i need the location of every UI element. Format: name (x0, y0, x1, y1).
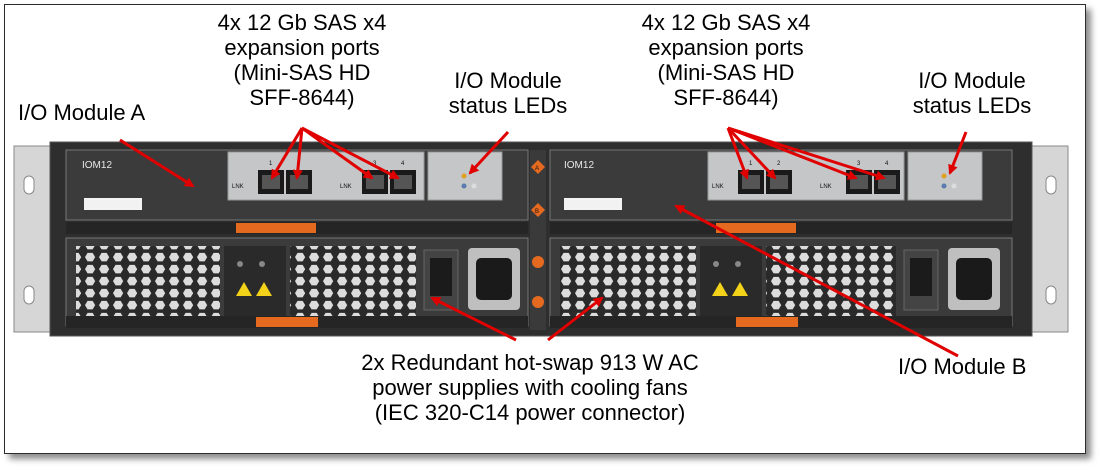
callout-module-a: I/O Module A (18, 100, 146, 125)
power-switch[interactable] (430, 258, 452, 296)
status-led (461, 183, 467, 189)
callout-module-b: I/O Module B (898, 354, 1027, 379)
lnk-label: LNK (232, 184, 244, 190)
lnk-label: LNK (820, 184, 832, 190)
sas-port-a2[interactable] (286, 170, 312, 194)
power-switch[interactable] (910, 258, 932, 296)
lnk-label: LNK (712, 184, 724, 190)
fan-grille (560, 246, 696, 316)
center-letter-a: A (535, 166, 539, 172)
port-number: 3 (373, 161, 377, 167)
sas-port-b1[interactable] (738, 170, 764, 194)
fan-grille (290, 246, 416, 316)
psu-led (237, 261, 243, 267)
status-led (461, 173, 467, 179)
iom-b-serial-label (564, 198, 622, 210)
status-led (941, 183, 947, 189)
callout-status-leds-right: I/O Module status LEDs (912, 68, 1032, 118)
psu-led (713, 261, 719, 267)
port-number: 1 (749, 161, 753, 167)
callout-power-supplies: 2x Redundant hot-swap 913 W AC power sup… (361, 350, 699, 425)
lnk-label: LNK (340, 184, 352, 190)
status-led (941, 173, 947, 179)
left-rack-ear (13, 145, 53, 333)
center-letter-b: B (535, 209, 539, 215)
callout-arrows (119, 126, 968, 358)
warning-icon (712, 282, 728, 296)
io-module-a[interactable]: IOM12 1 2 3 4 LNK LNK (65, 149, 529, 234)
fan-grille (766, 246, 896, 316)
iec-c14-power-connector[interactable] (476, 258, 512, 300)
sas-port-b4[interactable] (874, 170, 900, 194)
port-number: 4 (885, 161, 889, 167)
iom-b-release-handle[interactable] (716, 223, 796, 233)
iom-a-release-handle[interactable] (236, 223, 316, 233)
sas-port-a1[interactable] (258, 170, 284, 194)
sas-port-a4[interactable] (390, 170, 416, 194)
iec-c14-power-connector[interactable] (956, 258, 992, 300)
status-led (471, 183, 477, 189)
fan-grille (76, 246, 220, 316)
callout-sas-ports-left: 4x 12 Gb SAS x4 expansion ports (Mini-SA… (217, 10, 387, 110)
psu-1-release-handle[interactable] (256, 317, 318, 327)
warning-icon (256, 282, 272, 296)
power-supply-2[interactable] (549, 237, 1013, 328)
psu-2-release-handle[interactable] (736, 317, 798, 327)
port-number: 3 (857, 161, 861, 167)
psu-led (735, 261, 741, 267)
port-number: 1 (269, 161, 273, 167)
psu-led (259, 261, 265, 267)
port-number: 4 (401, 161, 405, 167)
warning-icon (236, 282, 252, 296)
callout-sas-ports-right: 4x 12 Gb SAS x4 expansion ports (Mini-SA… (641, 10, 811, 110)
callout-status-leds-left: I/O Module status LEDs (448, 68, 568, 118)
center-strip: A B (530, 150, 546, 330)
port-number: 2 (777, 161, 781, 167)
status-led (951, 183, 957, 189)
warning-icon (732, 282, 748, 296)
iom-a-name: IOM12 (82, 160, 112, 171)
iom-b-name: IOM12 (564, 160, 594, 171)
power-supply-1[interactable] (65, 237, 529, 328)
iom-a-serial-label (84, 198, 142, 210)
